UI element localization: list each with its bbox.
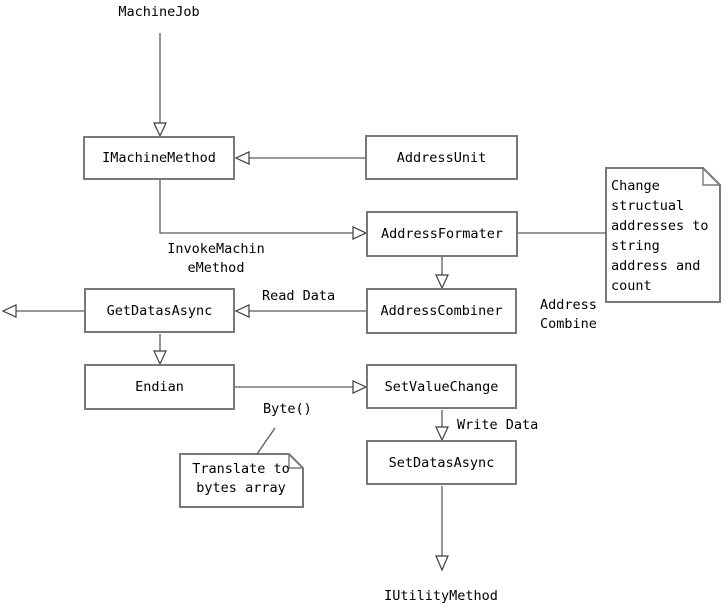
edge-imachinemethod-to-addressformater	[159, 180, 368, 240]
note-change-structual[interactable]: Change structual addresses to string add…	[611, 178, 709, 294]
edge-setvaluechange-to-setdatasasync	[435, 410, 449, 442]
open-arrowhead-left	[234, 151, 250, 165]
edge-line[interactable]	[159, 180, 353, 234]
node-setdatasasync[interactable]: SetDatasAsync	[366, 440, 517, 485]
edge-label-read-data: Read Data	[262, 288, 336, 304]
node-endian[interactable]: Endian	[84, 364, 235, 410]
node-imachinemethod-label: IMachineMethod	[102, 150, 216, 166]
open-arrowhead-left	[1, 304, 17, 318]
edge-addresscombiner-to-getdatasasync	[234, 304, 366, 318]
terminal-iutilitymethod[interactable]: IUtilityMethod	[384, 588, 498, 604]
node-addressunit-label: AddressUnit	[396, 149, 487, 166]
node-getdatasasync-label: GetDatasAsync	[106, 302, 213, 319]
note-connector-line[interactable]	[256, 427, 276, 455]
open-arrowhead-left	[234, 304, 250, 318]
note-paper	[605, 167, 721, 303]
node-addresscombiner-label: AddressCombiner	[380, 303, 503, 319]
note-fold-corner	[702, 168, 720, 186]
node-setvaluechange-label: SetValueChange	[384, 378, 499, 395]
edge-addressunit-to-imachinemethod	[234, 151, 365, 165]
node-imachinemethod[interactable]: IMachineMethod	[83, 136, 235, 180]
node-addressformater-label: AddressFormater	[381, 226, 503, 242]
edge-machinejob-to-imachinemethod	[153, 33, 167, 138]
open-arrowhead-down	[435, 426, 449, 442]
edge-label-write-data: Write Data	[457, 417, 539, 433]
node-addresscombiner[interactable]: AddressCombiner	[366, 288, 517, 334]
edge-getdatasasync-to-endian	[153, 334, 167, 366]
note-paper	[179, 453, 304, 508]
open-arrowhead-right	[352, 380, 368, 394]
edge-label-address-combine: Address Combine	[540, 297, 597, 332]
note-translate-bytes-connector	[256, 427, 276, 455]
note-translate-bytes[interactable]: Translate to bytes array	[192, 461, 290, 496]
edge-label-byte: Byte()	[263, 401, 312, 417]
node-addressformater[interactable]: AddressFormater	[366, 211, 518, 257]
open-arrowhead-down	[435, 555, 449, 572]
open-arrowhead-down	[153, 122, 167, 138]
open-arrowhead-down	[435, 274, 449, 290]
edge-addressformater-to-addresscombiner	[435, 257, 449, 290]
edge-setdatasasync-to-iutilitymethod	[435, 486, 449, 572]
terminal-machinejob[interactable]: MachineJob	[118, 4, 200, 20]
open-arrowhead-right	[352, 226, 368, 240]
node-setvaluechange[interactable]: SetValueChange	[366, 364, 517, 409]
node-endian-label: Endian	[135, 379, 184, 395]
note-fold-corner	[288, 454, 303, 469]
open-arrowhead-down	[153, 350, 167, 366]
node-getdatasasync[interactable]: GetDatasAsync	[84, 288, 235, 333]
note-change-structual-shape	[605, 167, 721, 303]
edge-getdatasasync-out-left	[1, 304, 84, 318]
edge-label-invokemachinemethod: InvokeMachin eMethod	[167, 241, 265, 276]
note-translate-bytes-shape	[179, 453, 304, 508]
node-setdatasasync-label: SetDatasAsync	[388, 454, 495, 471]
edge-endian-to-setvaluechange	[235, 380, 368, 394]
node-addressunit[interactable]: AddressUnit	[365, 135, 518, 180]
